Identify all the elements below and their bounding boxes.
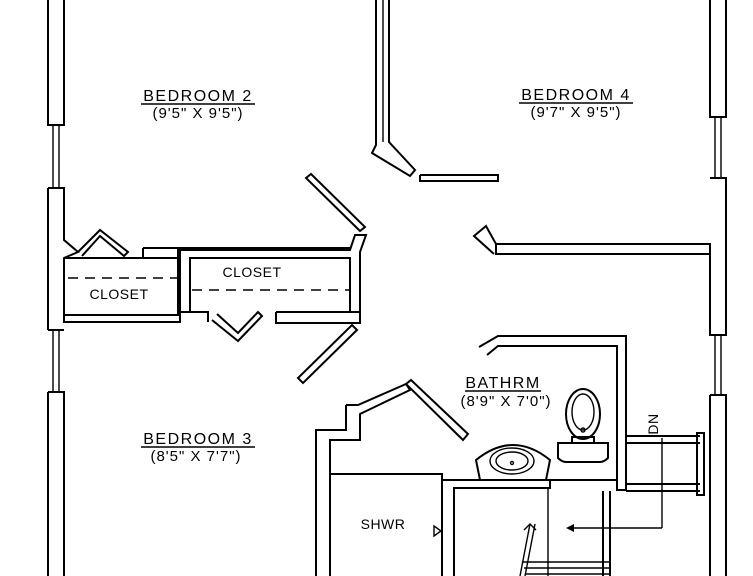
room-label-bedroom-3: BEDROOM 3: [143, 431, 253, 448]
toilet-fixture: [557, 388, 609, 463]
shower-drain-icon: [433, 524, 443, 538]
closet-label-left: CLOSET: [89, 286, 148, 302]
shower-label: SHWR: [361, 516, 406, 532]
door-bedroom-2: [304, 172, 367, 233]
bathroom-walls: [315, 335, 627, 576]
left-exterior-wall: [47, 0, 80, 576]
room-dims-bathroom: (8'9" X 7'0"): [460, 393, 551, 410]
door-bedroom-3: [296, 323, 359, 385]
room-dims-bedroom-3: (8'5" X 7'7"): [150, 448, 241, 465]
room-label-bathroom: BATHRM: [465, 375, 540, 392]
room-label-bedroom-2: BEDROOM 2: [143, 88, 253, 105]
closet-walls: [63, 228, 368, 343]
interior-wall-top: [370, 0, 499, 182]
closet-label-center: CLOSET: [222, 264, 281, 280]
room-label-bedroom-4: BEDROOM 4: [521, 87, 631, 104]
sink-fixture: [474, 444, 552, 481]
stairs-direction-label: DN: [645, 413, 661, 434]
right-exterior-wall: [472, 0, 727, 576]
room-dims-bedroom-2: (9'5" X 9'5"): [152, 105, 243, 122]
stairs: [519, 432, 705, 576]
room-dims-bedroom-4: (9'7" X 9'5"): [530, 104, 621, 121]
